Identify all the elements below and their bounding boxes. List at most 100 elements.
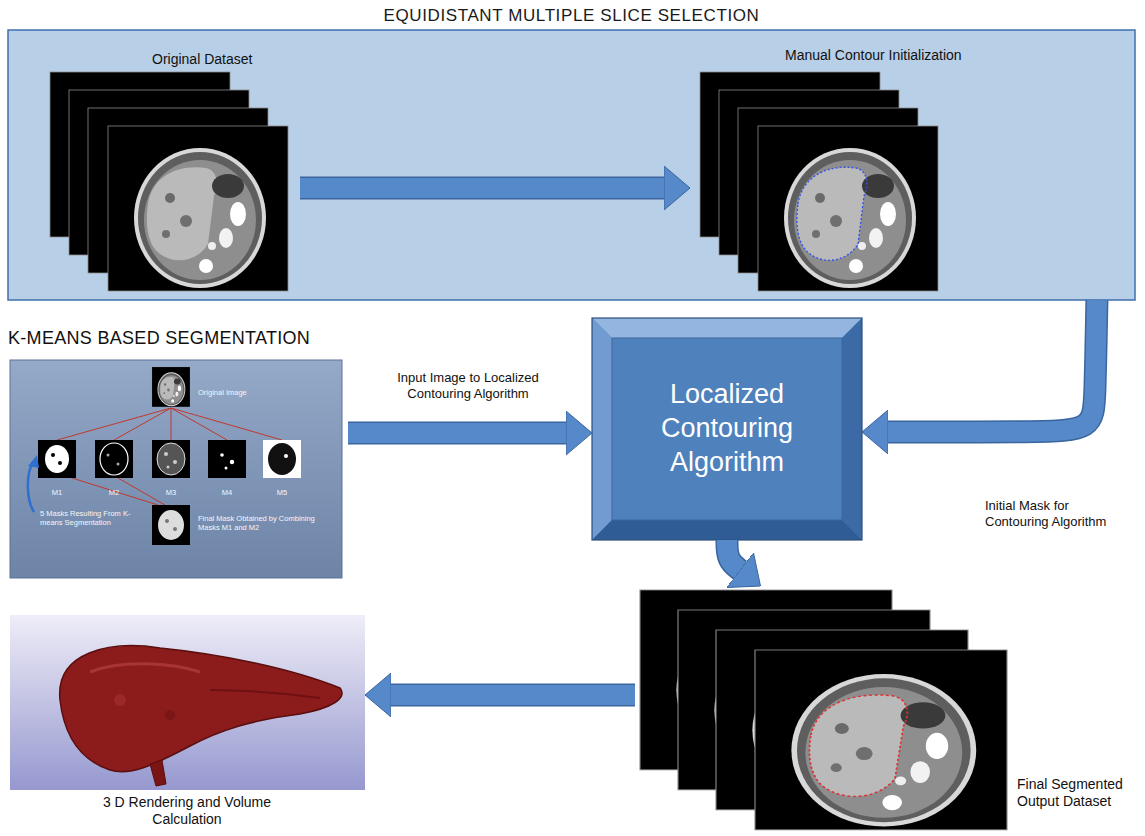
section-band-ground [8, 30, 1135, 300]
arrow-outline [727, 540, 740, 570]
mask-image [263, 440, 301, 478]
annotation-text: 5 Masks Resulting From K-means Segmentat… [40, 510, 140, 527]
liver-3d-render-part [165, 710, 175, 720]
mask-label: M5 [272, 489, 292, 498]
annotation-text: Final Mask Obtained by Combining Masks M… [198, 515, 330, 532]
connector-line-part [171, 408, 227, 440]
image-stack: Final Segmented Output Dataset [635, 586, 1137, 834]
segmented-image-stack-part [640, 590, 892, 770]
ct-image-stack-part [700, 72, 880, 237]
process-box: Localized Contouring Algorithm [592, 318, 862, 540]
mask-image-part [230, 460, 234, 464]
process-box-bevel-part [842, 318, 862, 540]
section-heading: EQUIDISTANT MULTIPLE SLICE SELECTION [8, 6, 1135, 26]
liver-3d-render-part [210, 690, 320, 698]
block-arrow [348, 433, 566, 434]
mask-image-part [45, 445, 69, 473]
segmented-image-stack-part [678, 610, 930, 790]
block-arrow [391, 695, 635, 696]
arrow-outline [348, 422, 566, 445]
ct-image-stack-part [50, 72, 230, 237]
process-box-bevel-part [592, 318, 862, 540]
mask-image-part [152, 505, 190, 545]
ct-image-stack [50, 72, 288, 291]
mask-image-part [107, 454, 110, 457]
mask-image-part [165, 519, 169, 523]
connector-line-part [72, 478, 158, 505]
liver-3d-render-part [10, 615, 365, 790]
mask-image-part [263, 440, 301, 478]
mask-image-part [173, 460, 177, 464]
ct-image-stack-part [69, 90, 249, 255]
image-stack: Manual Contour Initialization [690, 40, 980, 295]
annotation-text: Original Image [198, 389, 268, 398]
mask-image [152, 440, 190, 478]
section-band: EQUIDISTANT MULTIPLE SLICE SELECTIONOrig… [8, 2, 1137, 300]
mask-image [38, 440, 76, 478]
process-box-bevel-part [592, 318, 862, 338]
mask-image-part [38, 440, 76, 478]
mask-image-part [100, 443, 128, 475]
liver-3d-render [10, 615, 365, 790]
block-arrow [888, 300, 1097, 432]
mask-image [208, 440, 246, 478]
connector-line-part [118, 478, 165, 505]
mask-image-part [117, 463, 120, 466]
mask-image-part [225, 467, 228, 470]
mask-image-part [157, 443, 185, 475]
connector-line-part [57, 408, 171, 440]
liver-3d-render-part [150, 760, 166, 786]
ct-image-stack [700, 72, 938, 291]
ct-image-stack-part [797, 167, 867, 260]
stack-label: Manual Contour Initialization [785, 47, 962, 64]
edge-label: Initial Mask for Contouring Algorithm [985, 498, 1135, 529]
section-heading: K-MEANS BASED SEGMENTATION [8, 328, 310, 350]
mask-image-part [95, 440, 133, 478]
mask-image-part [173, 527, 177, 531]
connector-line-part [171, 408, 172, 440]
liver-3d-render-part [114, 694, 126, 706]
mask-image-part [164, 452, 168, 456]
arrow-shaft [348, 423, 566, 443]
process-box-bevel-part [592, 318, 612, 540]
mask-image-part [167, 466, 170, 469]
segmented-image-stack [640, 590, 1007, 830]
pointer-arrow-part [28, 463, 34, 512]
ct-image-stack-part [88, 108, 268, 273]
process-box-bevel-part [592, 318, 862, 540]
block-arrow [727, 540, 740, 570]
arrow-shaft [888, 300, 1097, 432]
arrow-shaft [300, 178, 664, 198]
mask-image-part [58, 461, 62, 465]
mask-image [152, 505, 190, 545]
mask-label: M3 [161, 489, 181, 498]
ct-image-stack-part [738, 108, 918, 273]
liver-3d-render-part [60, 646, 342, 772]
connector-line-part [171, 408, 282, 440]
stack-label: Final Segmented Output Dataset [1017, 776, 1135, 810]
arrow-outline [888, 300, 1097, 432]
pointer-arrow [28, 455, 39, 512]
mask-image-part [208, 440, 246, 478]
ct-image-stack-part [719, 90, 899, 255]
kmeans-slide [10, 360, 342, 578]
kmeans-slide-part [10, 360, 342, 578]
arrow-shaft [391, 685, 635, 705]
mask-image [95, 440, 133, 478]
arrow-shaft [727, 540, 740, 570]
render-caption: 3 D Rendering and Volume Calculation [87, 794, 287, 828]
ct-image-stack-part [108, 126, 288, 291]
mask-image-part [152, 440, 190, 478]
process-label: Localized Contouring Algorithm [612, 338, 842, 520]
ct-image-stack-part [758, 126, 938, 291]
process-box-bevel [592, 318, 862, 540]
block-arrow [300, 188, 664, 189]
arrow-outline [391, 684, 635, 707]
mask-label: M2 [104, 489, 124, 498]
mask-label: M1 [47, 489, 67, 498]
process-box-bevel-part [612, 338, 842, 520]
segmented-image-stack-part [755, 650, 1007, 830]
mask-label: M4 [217, 489, 237, 498]
connector-line [57, 408, 282, 505]
render-panel: 3 D Rendering and Volume Calculation [10, 612, 365, 836]
